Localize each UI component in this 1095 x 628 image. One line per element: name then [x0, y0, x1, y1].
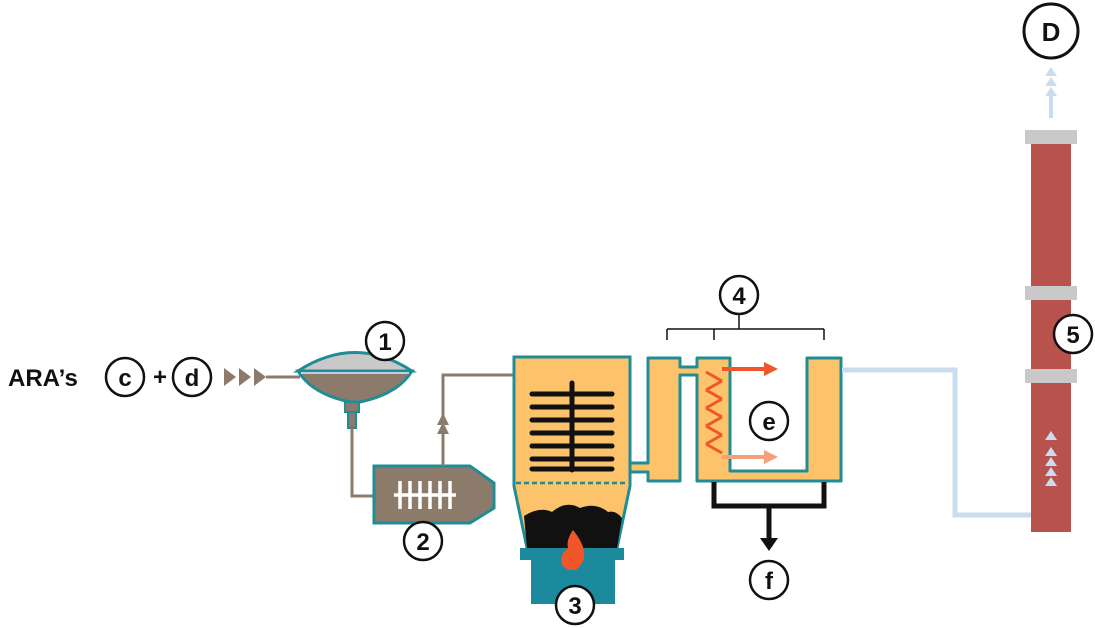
group-bracket — [666, 314, 825, 340]
marker-1: 1 — [364, 320, 406, 362]
source-label: ARA’s — [8, 365, 78, 392]
marker-d: d — [171, 356, 213, 398]
marker-big-d: D — [1022, 2, 1080, 60]
marker-2-text: 2 — [416, 529, 429, 556]
marker-4: 4 — [718, 274, 760, 316]
flame-icon — [561, 530, 585, 570]
plus-sign: + — [153, 364, 167, 391]
flue-gas-treatment — [628, 356, 843, 483]
marker-2: 2 — [402, 520, 444, 562]
marker-3: 3 — [554, 584, 596, 626]
sludge-dryer — [372, 464, 496, 525]
marker-1-text: 1 — [378, 329, 391, 356]
heat-return-arrow-icon — [722, 450, 778, 464]
marker-d-text: d — [185, 365, 200, 392]
marker-big-d-text: D — [1042, 17, 1061, 47]
marker-4-text: 4 — [732, 283, 746, 310]
sludge-pipe-to-dryer — [350, 428, 374, 498]
heat-out-arrow-icon — [722, 362, 778, 376]
emission-arrows-icon — [1045, 67, 1057, 118]
marker-c: c — [104, 356, 146, 398]
marker-5: 5 — [1052, 313, 1094, 355]
sludge-silo — [292, 351, 418, 429]
upward-arrows-icon — [1045, 431, 1057, 486]
marker-3-text: 3 — [568, 593, 581, 620]
pipe-up-arrows-icon — [437, 413, 449, 434]
marker-e: e — [748, 400, 790, 442]
marker-e-text: e — [762, 409, 775, 436]
fluidized-bed-furnace — [512, 355, 632, 550]
marker-f-text: f — [765, 568, 774, 595]
heat-exchanger-coil — [705, 370, 723, 455]
triangle-arrows-icon — [224, 368, 266, 386]
ash-outlet — [711, 482, 827, 551]
exhaust-duct — [842, 367, 1054, 518]
marker-c-text: c — [118, 365, 131, 392]
marker-5-text: 5 — [1066, 322, 1079, 349]
marker-f: f — [748, 559, 790, 601]
